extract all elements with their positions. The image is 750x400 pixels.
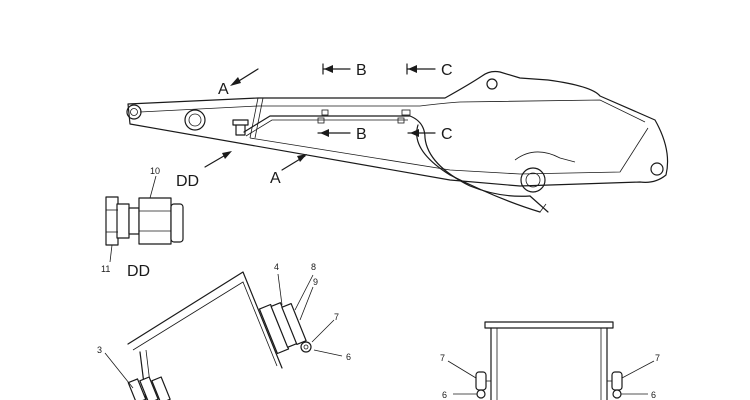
- view-arrow-dd: DD: [176, 151, 232, 190]
- callout-3: 3: [97, 345, 102, 355]
- callout-4: 4: [274, 262, 279, 272]
- callout-9: 9: [313, 277, 318, 287]
- section-view-left: 4 8 9 7 6 3: [97, 262, 351, 400]
- detail-dd-fitting: 10 11 DD: [101, 166, 184, 280]
- callout-8: 8: [311, 262, 316, 272]
- callout-6-right-a: 6: [442, 390, 447, 400]
- callout-7-right-b: 7: [655, 353, 660, 363]
- view-arrow-b-top: B: [322, 62, 367, 79]
- view-label-c-top: C: [441, 62, 453, 79]
- view-label-b-top: B: [356, 62, 367, 79]
- callout-10: 10: [150, 166, 160, 176]
- view-arrow-a-top: A: [218, 68, 259, 98]
- view-label-c-mid: C: [441, 126, 453, 143]
- view-label-a-bottom: A: [270, 170, 281, 187]
- view-arrow-c-top: C: [406, 62, 453, 79]
- view-arrow-c-mid: C: [407, 126, 453, 143]
- view-label-a-top: A: [218, 81, 229, 98]
- view-label-dd-main: DD: [176, 173, 199, 190]
- section-view-right: 7 6 7 6: [440, 321, 660, 400]
- callout-6-right-b: 6: [651, 390, 656, 400]
- callout-11: 11: [101, 264, 110, 274]
- view-label-dd-detail: DD: [127, 263, 150, 280]
- callout-7-right-a: 7: [440, 353, 445, 363]
- view-label-b-mid: B: [356, 126, 367, 143]
- callout-7-left: 7: [334, 312, 339, 322]
- view-arrow-a-bottom: A: [270, 154, 307, 187]
- callout-6-left: 6: [346, 352, 351, 362]
- view-arrow-b-mid: B: [317, 126, 367, 143]
- boom-arm: [126, 70, 669, 213]
